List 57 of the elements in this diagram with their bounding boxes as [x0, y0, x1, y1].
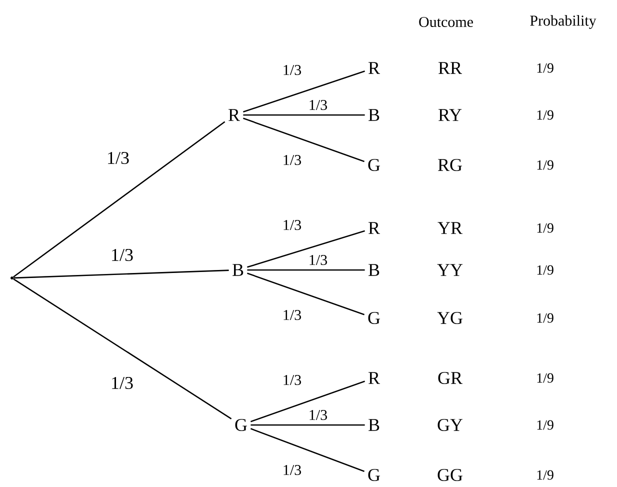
branch-line	[250, 380, 366, 422]
tree-node-letter: G	[368, 468, 380, 482]
probability-text: 1/9	[537, 63, 554, 73]
branch-line	[12, 121, 226, 278]
tree-node-letter: G	[235, 418, 247, 432]
tree-node-letter: R	[368, 222, 380, 234]
probability-label: 1/3	[281, 374, 303, 386]
branch-line	[250, 424, 365, 426]
branch-line	[247, 269, 365, 271]
outcome-text: GY	[438, 418, 463, 432]
outcome-text: GR	[438, 372, 462, 384]
column-header: Probability	[530, 15, 596, 29]
probability-label: 1/3	[106, 150, 130, 166]
tree-node-letter: G	[368, 158, 380, 172]
probability-text: 1/9	[537, 110, 554, 120]
tree-node-letter: B	[232, 264, 244, 276]
probability-label: 1/3	[110, 376, 134, 390]
tree-node-letter: B	[368, 109, 380, 121]
tree-node-letter: B	[368, 419, 380, 431]
probability-text: 1/9	[537, 373, 554, 383]
outcome-text: RR	[438, 62, 462, 74]
branch-line	[247, 272, 365, 316]
branch-line	[13, 278, 232, 420]
branch-line	[243, 70, 366, 113]
branch-line	[14, 270, 229, 279]
tree-node-letter: R	[228, 109, 240, 121]
outcome-text: RY	[438, 109, 462, 121]
tree-node-letter: R	[368, 62, 380, 74]
branch-line	[243, 118, 365, 162]
probability-text: 1/9	[537, 420, 554, 430]
tree-node-letter: R	[368, 372, 380, 384]
branch-line	[247, 230, 365, 268]
branch-line	[250, 428, 365, 472]
probability-text: 1/9	[537, 223, 554, 233]
tree-node-letter: B	[368, 264, 380, 276]
outcome-text: YR	[438, 222, 462, 234]
branch-line	[243, 114, 365, 116]
probability-label: 1/3	[110, 248, 134, 262]
outcome-text: YG	[437, 312, 462, 324]
probability-text: 1/9	[537, 313, 554, 323]
probability-label: 1/3	[281, 218, 303, 232]
branch-point	[10, 276, 14, 280]
outcome-text: YY	[437, 264, 463, 276]
probability-text: 1/9	[537, 265, 554, 275]
probability-label: 1/3	[307, 408, 329, 422]
probability-text: 1/9	[537, 470, 554, 480]
probability-label: 1/3	[307, 254, 329, 266]
probability-label: 1/3	[281, 308, 303, 322]
probability-label: 1/3	[281, 464, 303, 476]
probability-label: 1/3	[281, 64, 303, 76]
probability-label: 1/3	[281, 154, 303, 166]
tree-node-letter: G	[368, 312, 380, 324]
column-header: Outcome	[419, 16, 473, 28]
outcome-text: GG	[438, 468, 462, 482]
outcome-text: RG	[438, 158, 462, 172]
probability-label: 1/3	[307, 98, 329, 112]
probability-text: 1/9	[537, 160, 554, 170]
